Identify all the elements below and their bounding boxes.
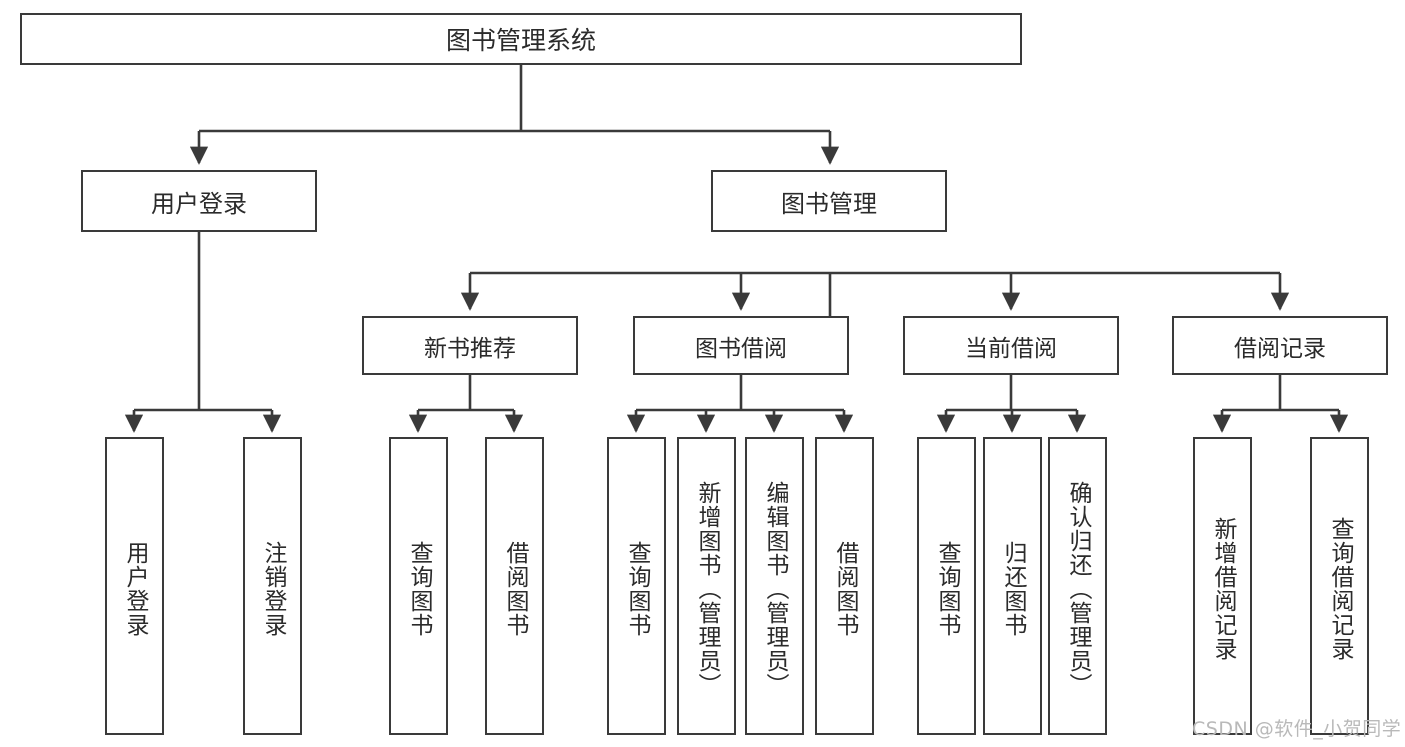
node-leaf-user-login[interactable]: 用户登录: [105, 437, 164, 735]
node-leaf-add-record-label: 新增借阅记录: [1210, 517, 1236, 661]
node-leaf-query-book-2[interactable]: 查询图书: [607, 437, 666, 735]
node-leaf-return-book[interactable]: 归还图书: [983, 437, 1042, 735]
node-leaf-borrow-book-1-label: 借阅图书: [502, 541, 528, 637]
node-user-login-label: 用户登录: [151, 189, 247, 218]
node-leaf-borrow-book-2-label: 借阅图书: [832, 541, 858, 637]
node-leaf-edit-book[interactable]: 编辑图书（管理员）: [745, 437, 804, 735]
node-leaf-query-book-1-label: 查询图书: [406, 541, 432, 637]
node-leaf-confirm-return-label: 确认归还（管理员）: [1065, 481, 1091, 697]
node-leaf-borrow-book-2[interactable]: 借阅图书: [815, 437, 874, 735]
node-borrow-record[interactable]: 借阅记录: [1172, 316, 1388, 375]
node-book-manage[interactable]: 图书管理: [711, 170, 947, 232]
node-new-book-rec-label: 新书推荐: [424, 335, 516, 362]
node-leaf-logout[interactable]: 注销登录: [243, 437, 302, 735]
node-user-login[interactable]: 用户登录: [81, 170, 317, 232]
node-leaf-borrow-book-1[interactable]: 借阅图书: [485, 437, 544, 735]
node-leaf-add-book[interactable]: 新增图书（管理员）: [677, 437, 736, 735]
node-leaf-query-record[interactable]: 查询借阅记录: [1310, 437, 1369, 735]
node-leaf-return-book-label: 归还图书: [1000, 541, 1026, 637]
node-leaf-query-book-1[interactable]: 查询图书: [389, 437, 448, 735]
node-leaf-query-book-3[interactable]: 查询图书: [917, 437, 976, 735]
node-new-book-rec[interactable]: 新书推荐: [362, 316, 578, 375]
node-leaf-add-book-label: 新增图书（管理员）: [694, 481, 720, 697]
node-leaf-query-book-3-label: 查询图书: [934, 541, 960, 637]
node-leaf-query-book-2-label: 查询图书: [624, 541, 650, 637]
node-root-label: 图书管理系统: [445, 26, 596, 55]
node-leaf-edit-book-label: 编辑图书（管理员）: [762, 481, 788, 697]
node-borrow-record-label: 借阅记录: [1234, 335, 1326, 362]
node-current-borrow[interactable]: 当前借阅: [903, 316, 1119, 375]
node-leaf-confirm-return[interactable]: 确认归还（管理员）: [1048, 437, 1107, 735]
node-book-borrow-label: 图书借阅: [695, 335, 787, 362]
node-leaf-user-login-label: 用户登录: [122, 541, 148, 637]
node-leaf-add-record[interactable]: 新增借阅记录: [1193, 437, 1252, 735]
node-book-borrow[interactable]: 图书借阅: [633, 316, 849, 375]
node-leaf-logout-label: 注销登录: [260, 541, 286, 637]
node-root[interactable]: 图书管理系统: [20, 13, 1022, 65]
node-book-manage-label: 图书管理: [781, 189, 877, 218]
node-leaf-query-record-label: 查询借阅记录: [1327, 517, 1353, 661]
node-current-borrow-label: 当前借阅: [965, 335, 1057, 362]
